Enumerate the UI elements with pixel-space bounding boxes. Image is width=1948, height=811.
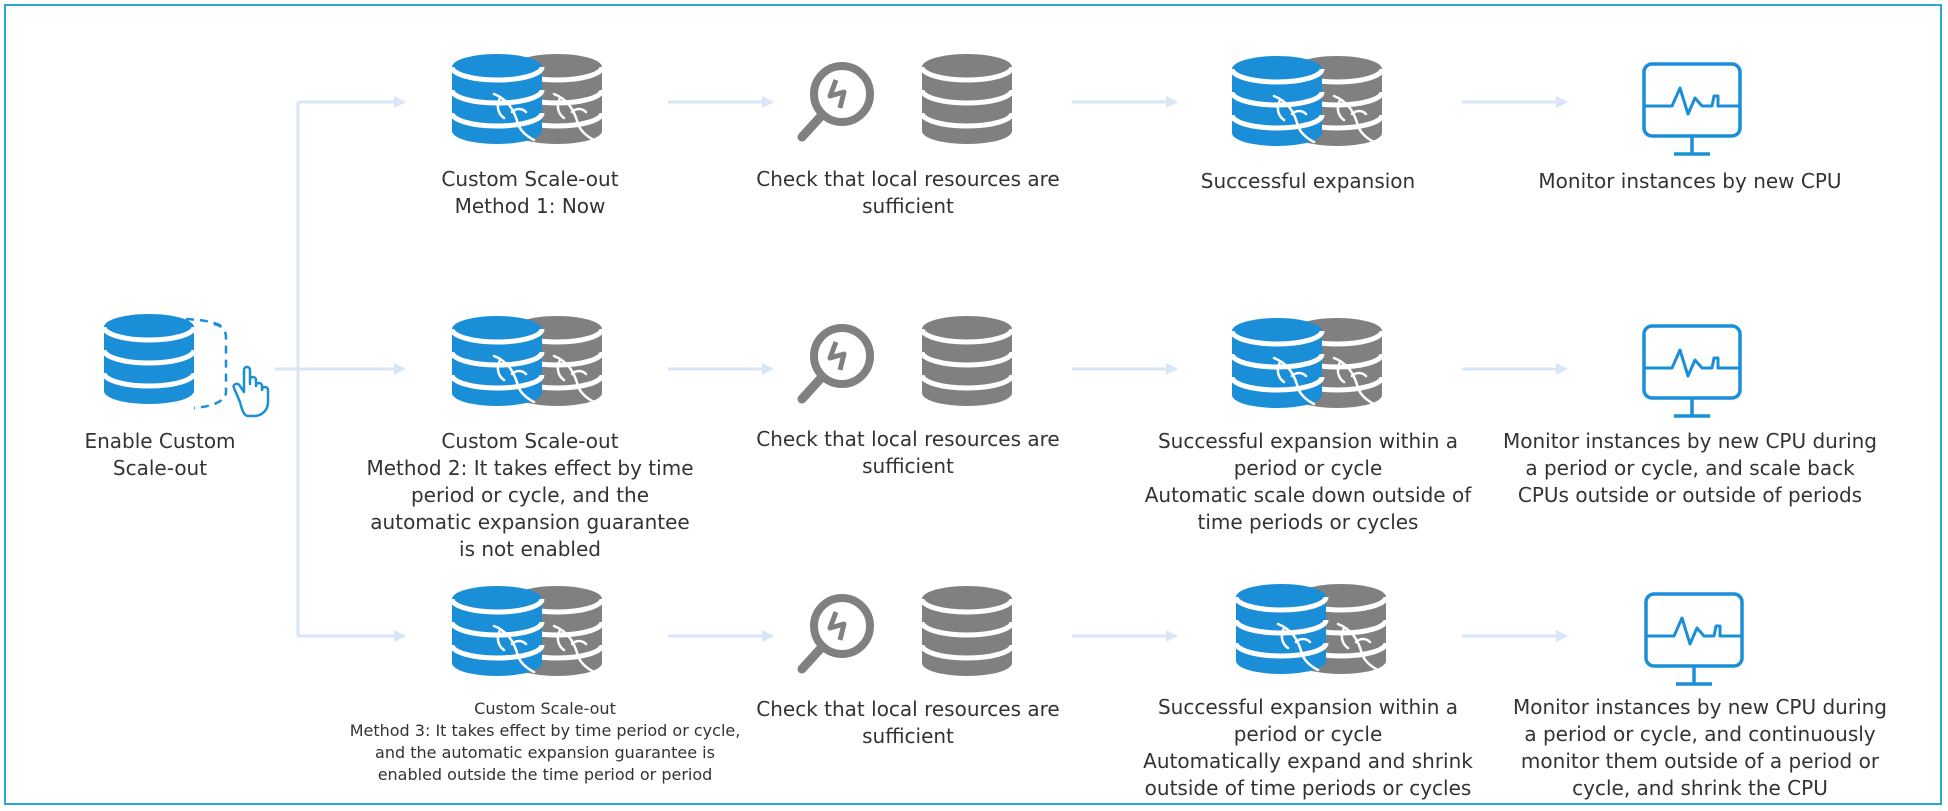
monitor-label: Monitor instances by new CPU during a pe… — [1512, 695, 1887, 800]
database-gray-icon — [922, 54, 1012, 144]
check-label: Check that local resources are sufficien… — [756, 427, 1060, 478]
magnifier-icon — [802, 328, 870, 399]
result-label: Successful expansion within a period or … — [1144, 429, 1472, 534]
database-pair-icon — [1236, 584, 1386, 674]
database-gray-icon — [922, 586, 1012, 676]
start-label: Enable Custom Scale-out — [84, 429, 236, 480]
monitor-label: Monitor instances by new CPU during a pe… — [1502, 429, 1877, 507]
database-pair-icon — [1232, 56, 1382, 146]
monitor-icon — [1642, 324, 1742, 418]
database-pair-icon — [452, 54, 602, 144]
database-pair-icon — [452, 316, 602, 406]
database-click-icon — [104, 314, 270, 418]
check-label: Check that local resources are sufficien… — [756, 697, 1060, 748]
result-label: Successful expansion — [1200, 169, 1416, 193]
method-label: Custom Scale-out Method 1: Now — [441, 167, 619, 218]
flow-arrows — [668, 96, 1568, 642]
monitor-label: Monitor instances by new CPU — [1538, 169, 1842, 193]
method-label: Custom Scale-out Method 2: It takes effe… — [366, 429, 694, 561]
magnifier-icon — [802, 598, 870, 669]
magnifier-icon — [802, 66, 870, 137]
result-label: Successful expansion within a period or … — [1143, 695, 1473, 800]
monitor-icon — [1642, 62, 1742, 156]
check-label: Check that local resources are sufficien… — [756, 167, 1060, 218]
database-pair-icon — [452, 586, 602, 676]
method-label: Custom Scale-out Method 3: It takes effe… — [349, 699, 741, 784]
database-pair-icon — [1232, 318, 1382, 408]
diagram-frame — [4, 4, 1942, 805]
monitor-icon — [1644, 592, 1744, 686]
branch-connector — [275, 96, 406, 642]
database-gray-icon — [922, 316, 1012, 406]
